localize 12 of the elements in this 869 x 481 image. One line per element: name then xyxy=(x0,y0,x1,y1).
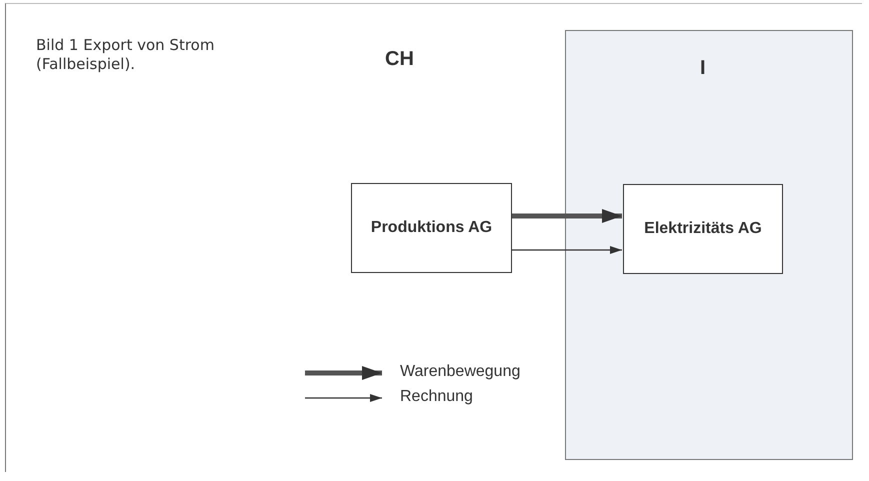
company-box xyxy=(351,183,512,273)
country-panel xyxy=(565,30,853,460)
arrow xyxy=(512,246,622,254)
company-box xyxy=(623,184,783,274)
company-name: Elektrizitäts AG xyxy=(644,220,762,238)
legend-text: Rechnung xyxy=(400,388,473,406)
legend-text: Warenbewegung xyxy=(400,363,520,381)
figure-title: Bild 1 Export von Strom (Fallbeispiel). xyxy=(36,36,216,74)
country-label: I xyxy=(700,57,706,80)
region-label: CH xyxy=(385,48,414,71)
company-name: Produktions AG xyxy=(370,219,492,237)
arrow xyxy=(512,209,622,223)
